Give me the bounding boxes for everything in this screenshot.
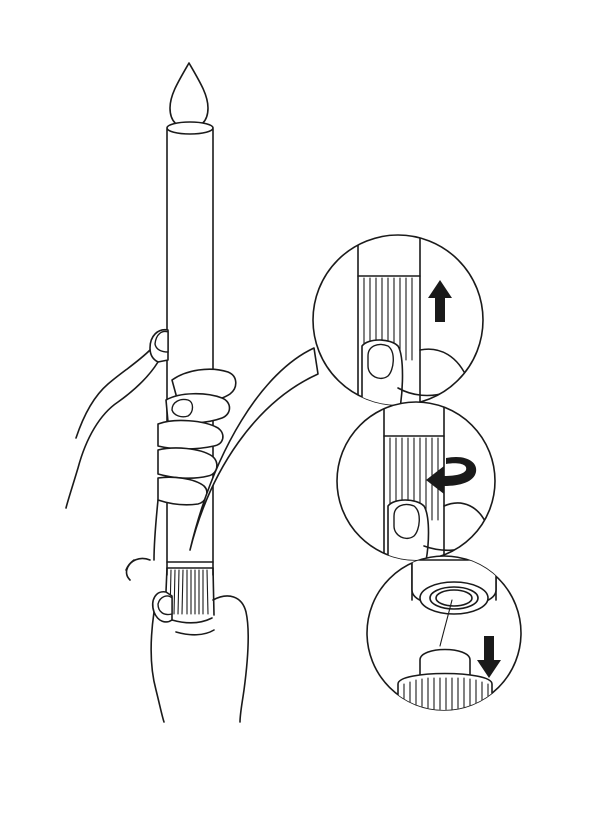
detail-step-3 bbox=[367, 550, 521, 720]
detail-step-1 bbox=[313, 230, 483, 420]
candle-top bbox=[167, 122, 213, 134]
candle bbox=[165, 63, 214, 615]
flame-icon bbox=[170, 63, 208, 128]
detail-step-2 bbox=[337, 395, 495, 570]
upper-hand bbox=[66, 330, 236, 560]
